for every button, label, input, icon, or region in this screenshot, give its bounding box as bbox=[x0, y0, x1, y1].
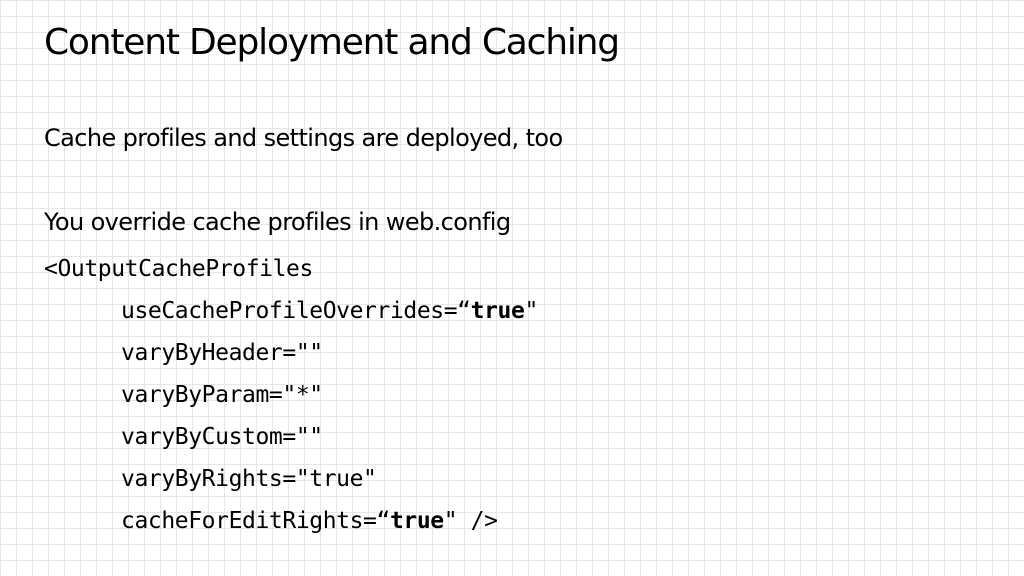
code-attr-name: useCacheProfileOverrides=“ bbox=[121, 298, 471, 324]
bullet-override-cache-profiles: You override cache profiles in web.confi… bbox=[44, 208, 511, 236]
code-attr-name: cacheForEditRights=“ bbox=[121, 508, 390, 534]
bullet-cache-profiles-deployed: Cache profiles and settings are deployed… bbox=[44, 124, 563, 152]
slide-title: Content Deployment and Caching bbox=[44, 22, 620, 63]
code-block: <OutputCacheProfiles useCacheProfileOverr… bbox=[44, 248, 538, 542]
code-attr-close: " bbox=[524, 298, 538, 324]
code-attr-value-bold: true bbox=[389, 508, 444, 534]
code-attr-value-bold: true bbox=[470, 298, 525, 324]
code-line-vary-by-rights: varyByRights="true" bbox=[121, 466, 377, 492]
code-line-vary-by-custom: varyByCustom="" bbox=[121, 424, 323, 450]
code-line-vary-by-header: varyByHeader="" bbox=[121, 340, 323, 366]
code-line-cache-for-edit-rights: cacheForEditRights=“true" /> bbox=[44, 500, 538, 542]
code-attr-close: " /> bbox=[443, 508, 498, 534]
code-line-open-tag: <OutputCacheProfiles bbox=[44, 256, 313, 282]
code-line-use-cache-profile-overrides: useCacheProfileOverrides=“true" bbox=[44, 290, 538, 332]
code-line-vary-by-param: varyByParam="*" bbox=[121, 382, 323, 408]
